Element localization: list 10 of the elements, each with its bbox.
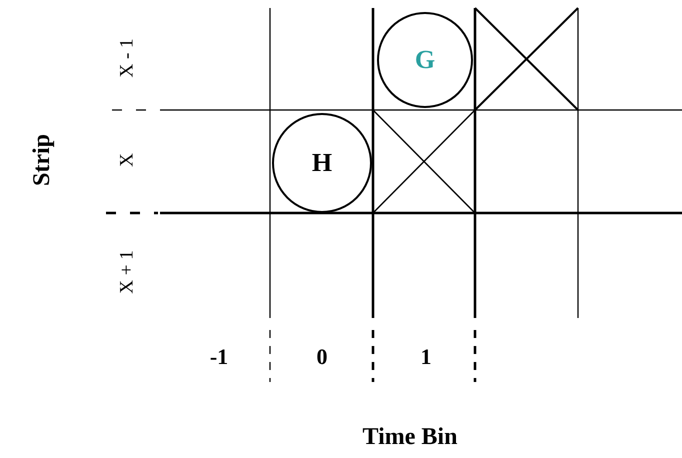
row-label: X + 1: [118, 250, 136, 294]
circled-letter: H: [272, 113, 372, 213]
row-label: X: [118, 153, 136, 167]
circled-letter: G: [377, 12, 473, 108]
column-label: 1: [420, 346, 432, 368]
row-label: X - 1: [118, 38, 136, 78]
axis-title: Strip: [30, 134, 54, 186]
column-label: -1: [210, 346, 228, 368]
column-label: 0: [316, 346, 328, 368]
axis-title: Time Bin: [362, 425, 458, 449]
